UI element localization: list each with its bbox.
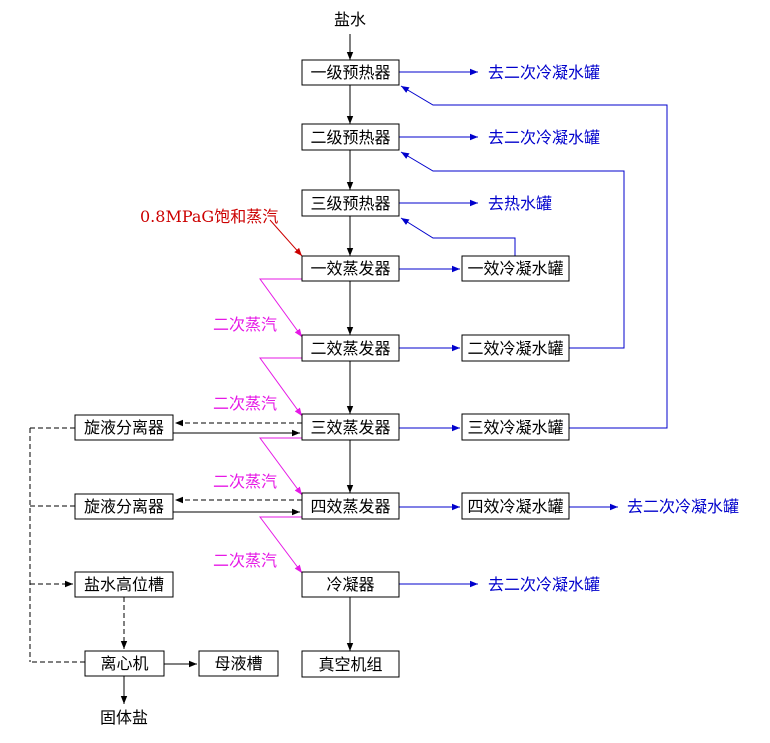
node-tank1: 一效冷凝水罐 — [461, 255, 570, 282]
node-evap4-label: 四效蒸发器 — [310, 498, 390, 516]
label-to-secondary-tank-4: 去二次冷凝水罐 — [488, 575, 600, 594]
node-cyclone1: 旋液分离器 — [74, 414, 174, 441]
node-cyclone2: 旋液分离器 — [74, 493, 174, 520]
edge-tank2-to-preheater2 — [400, 151, 625, 349]
edge-secondary-steam-4 — [259, 516, 303, 574]
label-brine-in: 盐水 — [334, 10, 366, 29]
edge-steam-to-evap1 — [269, 219, 303, 257]
node-preheater1-label: 一级预热器 — [310, 64, 390, 82]
edge-secondary-steam-1 — [259, 278, 303, 338]
node-tank1-label: 一效冷凝水罐 — [467, 260, 563, 278]
node-vacuum: 真空机组 — [301, 650, 400, 678]
node-cyclone1-label: 旋液分离器 — [84, 419, 164, 437]
node-preheater2-label: 二级预热器 — [310, 129, 390, 147]
node-evap3: 三效蒸发器 — [301, 413, 400, 441]
label-secondary-steam-2: 二次蒸汽 — [213, 394, 277, 413]
edge-tank1-to-preheater3 — [400, 217, 516, 256]
label-secondary-steam-1: 二次蒸汽 — [213, 315, 277, 334]
label-to-hot-water-tank: 去热水罐 — [488, 194, 552, 213]
node-condenser: 冷凝器 — [301, 571, 400, 598]
label-secondary-steam-4: 二次蒸汽 — [213, 551, 277, 570]
edge-secondary-steam-2 — [259, 357, 303, 417]
node-centrifuge: 离心机 — [84, 650, 165, 677]
node-tank2-label: 二效冷凝水罐 — [467, 340, 563, 358]
node-cyclone2-label: 旋液分离器 — [84, 498, 164, 516]
node-evap1: 一效蒸发器 — [301, 255, 400, 282]
node-evap3-label: 三效蒸发器 — [310, 419, 390, 437]
node-tank3-label: 三效冷凝水罐 — [467, 419, 563, 437]
node-brine-tank-label: 盐水高位槽 — [84, 576, 164, 594]
node-vacuum-label: 真空机组 — [318, 656, 382, 674]
node-preheater2: 二级预热器 — [301, 123, 400, 151]
node-tank4-label: 四效冷凝水罐 — [467, 498, 563, 516]
label-to-secondary-tank-3: 去二次冷凝水罐 — [627, 497, 739, 516]
node-tank2: 二效冷凝水罐 — [461, 334, 570, 362]
node-evap4: 四效蒸发器 — [301, 492, 400, 520]
node-tank3: 三效冷凝水罐 — [461, 413, 570, 441]
label-to-secondary-tank-1: 去二次冷凝水罐 — [488, 63, 600, 82]
node-mother-liquor-label: 母液槽 — [214, 655, 262, 673]
node-evap2: 二效蒸发器 — [301, 334, 400, 362]
label-solid-salt: 固体盐 — [100, 708, 148, 727]
node-tank4: 四效冷凝水罐 — [461, 492, 570, 520]
edge-tank3-to-preheater1 — [400, 85, 668, 429]
node-preheater3-label: 三级预热器 — [310, 195, 390, 213]
node-evap2-label: 二效蒸发器 — [310, 340, 390, 358]
node-centrifuge-label: 离心机 — [100, 655, 148, 673]
node-mother-liquor: 母液槽 — [198, 650, 279, 677]
edge-secondary-steam-3 — [259, 437, 303, 496]
label-steam-in: 0.8MPaG饱和蒸汽 — [140, 207, 278, 226]
label-secondary-steam-3: 二次蒸汽 — [213, 472, 277, 491]
node-brine-tank: 盐水高位槽 — [74, 571, 174, 598]
label-to-secondary-tank-2: 去二次冷凝水罐 — [488, 128, 600, 147]
node-condenser-label: 冷凝器 — [326, 576, 374, 594]
node-evap1-label: 一效蒸发器 — [310, 260, 390, 278]
node-preheater3: 三级预热器 — [301, 189, 400, 217]
node-preheater1: 一级预热器 — [301, 59, 400, 86]
